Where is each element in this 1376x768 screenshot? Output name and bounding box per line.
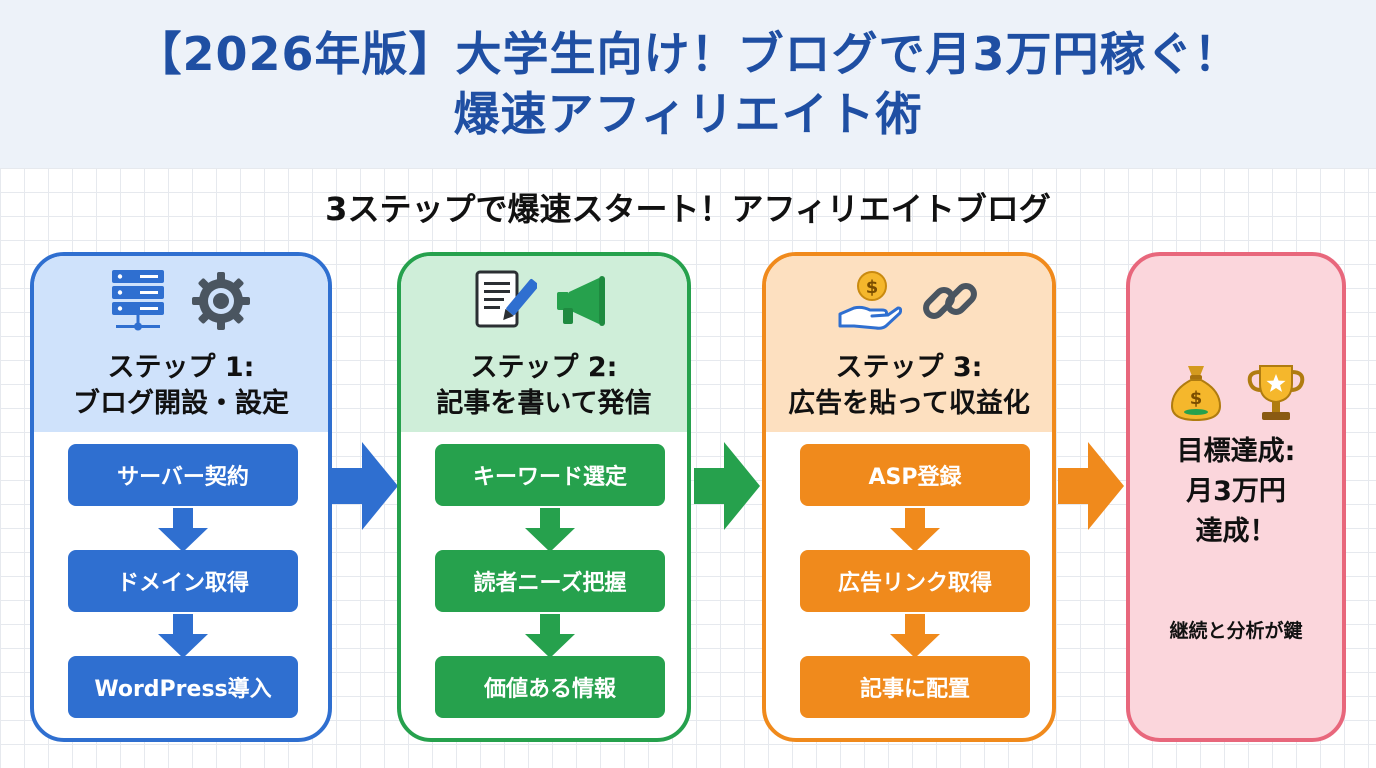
down-arrow-icon [890,508,940,552]
step-2-subtitle: 記事を書いて発信 [436,388,652,419]
step-3-title: ステップ 3: [835,352,983,383]
step-1-item-1: サーバー契約 [68,444,298,506]
step-1-header: ステップ 1: ブログ開設・設定 [34,256,328,432]
goal-text: 目標達成: 月3万円 達成！ [1130,432,1342,552]
step-1-title: ステップ 1: [107,352,255,383]
step-2-title: ステップ 2: [470,352,618,383]
svg-text:$: $ [866,277,879,298]
right-arrow-icon [332,442,398,530]
step-3-item-2: 広告リンク取得 [800,550,1030,612]
server-icon [110,268,174,338]
goal-line-2: 月3万円 [1186,476,1286,507]
down-arrow-icon [890,614,940,658]
chain-link-icon [918,269,982,337]
step-3-body: ASP登録 広告リンク取得 記事に配置 [766,432,1052,738]
header-banner: 【2026年版】大学生向け！ブログで月3万円稼ぐ！ 爆速アフィリエイト術 [0,0,1376,168]
goal-card: $ 目標達成: 月3万円 達成！ 継続と分析が鍵 [1126,252,1346,742]
step-3-item-3: 記事に配置 [800,656,1030,718]
step-2-item-3: 価値ある情報 [435,656,665,718]
step-1-item-2: ドメイン取得 [68,550,298,612]
step-1-subtitle: ブログ開設・設定 [73,388,289,419]
down-arrow-icon [525,614,575,658]
down-arrow-icon [158,614,208,658]
money-hand-icon: $ [836,268,903,338]
down-arrow-icon [158,508,208,552]
step-3-card: $ ステップ 3: 広告を貼って収益化 ASP登録 広告リンク取得 記事に配置 [762,252,1056,742]
down-arrow-icon [525,508,575,552]
megaphone-icon [553,270,615,336]
page-title-line-2: 爆速アフィリエイト術 [453,87,923,141]
page-title-line-1: 【2026年版】大学生向け！ブログで月3万円稼ぐ！ [135,27,1241,81]
step-1-card: ステップ 1: ブログ開設・設定 サーバー契約 ドメイン取得 WordPress… [30,252,332,742]
goal-line-3: 達成！ [1195,516,1277,547]
money-bag-icon: $ [1166,362,1226,428]
step-2-card: ステップ 2: 記事を書いて発信 キーワード選定 読者ニーズ把握 価値ある情報 [397,252,691,742]
document-pencil-icon [473,268,539,338]
step-2-item-2: 読者ニーズ把握 [435,550,665,612]
step-2-item-1: キーワード選定 [435,444,665,506]
step-1-body: サーバー契約 ドメイン取得 WordPress導入 [34,432,328,738]
svg-text:$: $ [1190,388,1203,409]
step-1-item-3: WordPress導入 [68,656,298,718]
step-3-header: $ ステップ 3: 広告を貼って収益化 [766,256,1052,432]
step-3-subtitle: 広告を貼って収益化 [788,388,1030,419]
right-arrow-icon [1058,442,1124,530]
goal-footer: 継続と分析が鍵 [1169,620,1303,642]
trophy-icon [1246,362,1306,428]
diagram-subtitle: 3ステップで爆速スタート！アフィリエイトブログ [325,190,1051,228]
step-2-body: キーワード選定 読者ニーズ把握 価値ある情報 [401,432,687,738]
right-arrow-icon [694,442,760,530]
goal-line-1: 目標達成: [1176,436,1296,467]
step-2-header: ステップ 2: 記事を書いて発信 [401,256,687,432]
step-3-item-1: ASP登録 [800,444,1030,506]
gear-icon [190,270,252,336]
